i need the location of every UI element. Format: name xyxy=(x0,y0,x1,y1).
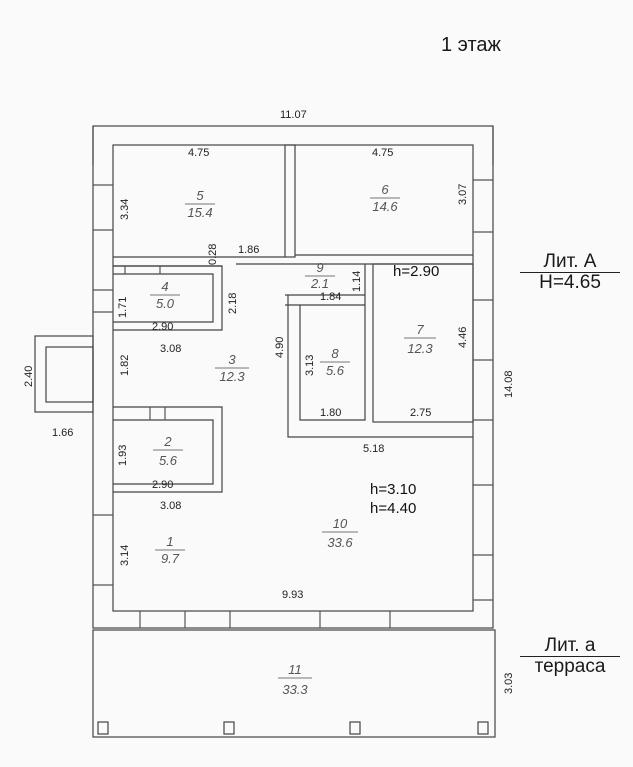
dim-114: 1.14 xyxy=(351,271,363,292)
lit-terrace-line2: терраса xyxy=(534,656,606,677)
lit-a-line1: Лит. А xyxy=(520,252,620,273)
dim-993: 9.93 xyxy=(282,589,303,601)
room-8-wall xyxy=(287,295,473,438)
dim-terrace-303: 3.03 xyxy=(503,673,515,694)
lit-terrace-line1: Лит. а xyxy=(520,636,620,657)
dim-308-b: 3.08 xyxy=(160,500,181,512)
dim-porch-166: 1.66 xyxy=(52,427,73,439)
dim-r6-width: 4.75 xyxy=(372,147,393,159)
dim-308-a: 3.08 xyxy=(160,343,181,355)
lit-a-line2: H=4.65 xyxy=(539,272,601,293)
room-10-num: 10 xyxy=(333,516,348,531)
room-11-num: 11 xyxy=(288,662,302,677)
room-8-num: 8 xyxy=(331,346,339,361)
dim-r1-height: 3.14 xyxy=(119,545,131,566)
room-3-num: 3 xyxy=(228,352,236,367)
terrace xyxy=(92,629,496,738)
dim-total-height: 14.08 xyxy=(503,370,515,398)
house-outer-wall xyxy=(92,125,494,629)
dim-490: 4.90 xyxy=(274,337,286,358)
room-4-area: 5.0 xyxy=(156,296,175,311)
lit-terrace-label: Лит. а терраса xyxy=(520,636,620,676)
dim-518: 5.18 xyxy=(363,443,384,455)
dim-r2-width: 2.90 xyxy=(152,479,173,491)
lit-a-label: Лит. А H=4.65 xyxy=(520,252,620,292)
dim-r6-height: 3.07 xyxy=(457,184,469,205)
room-7-wall xyxy=(372,263,474,423)
dim-r4-height: 1.71 xyxy=(117,297,129,318)
dim-r5-height: 3.34 xyxy=(119,199,131,220)
height-h440: h=4.40 xyxy=(370,500,416,517)
dim-r4-218: 2.18 xyxy=(227,293,239,314)
room-2-num: 2 xyxy=(163,434,172,449)
wall-5-6 xyxy=(284,144,296,258)
room-6-num: 6 xyxy=(381,182,389,197)
dim-313: 3.13 xyxy=(304,355,316,376)
dim-wall-028: 0.28 xyxy=(207,244,219,265)
dim-porch-240: 2.40 xyxy=(23,366,35,387)
room-9-area: 2.1 xyxy=(310,276,329,291)
dim-180: 1.80 xyxy=(320,407,341,419)
room-7-num: 7 xyxy=(416,322,424,337)
dim-186: 1.86 xyxy=(238,244,259,256)
dim-total-width: 11.07 xyxy=(280,109,307,121)
dim-184: 1.84 xyxy=(320,291,341,303)
room-2-area: 5.6 xyxy=(159,453,178,468)
room-1-num: 1 xyxy=(166,534,173,549)
room-5-area: 15.4 xyxy=(187,205,212,220)
room-8-area: 5.6 xyxy=(326,363,345,378)
room-7-area: 12.3 xyxy=(407,341,433,356)
dim-r5-width: 4.75 xyxy=(188,147,209,159)
height-h310: h=3.10 xyxy=(370,481,416,498)
room-1-area: 9.7 xyxy=(161,551,180,566)
floor-title: 1 этаж xyxy=(441,34,501,56)
room-4-num: 4 xyxy=(161,279,168,294)
room-6-area: 14.6 xyxy=(372,199,398,214)
room-5-num: 5 xyxy=(196,188,204,203)
room-4-wall xyxy=(113,265,223,331)
dim-446: 4.46 xyxy=(457,327,469,348)
room-2-wall xyxy=(113,406,223,493)
dim-r2-height: 1.93 xyxy=(117,445,129,466)
room-11-area: 33.3 xyxy=(282,682,308,697)
height-h290: h=2.90 xyxy=(393,263,439,280)
room-10-area: 33.6 xyxy=(327,535,353,550)
dim-182: 1.82 xyxy=(119,355,131,376)
dim-r4-width: 2.90 xyxy=(152,321,173,333)
dim-275: 2.75 xyxy=(410,407,431,419)
room-9-num: 9 xyxy=(316,260,323,275)
room-3-area: 12.3 xyxy=(219,369,245,384)
